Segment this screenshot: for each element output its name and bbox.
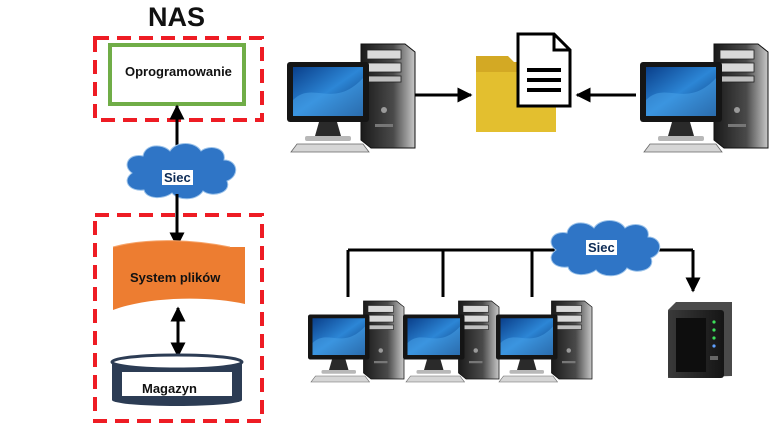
filesystem-shape [113,240,245,310]
computer-icon-2 [402,300,500,383]
network-label: Siec [162,170,193,185]
network-label-right: Siec [586,240,617,255]
storage-cylinder [110,353,244,406]
storage-label: Magazyn [142,381,197,396]
software-box [108,43,246,106]
nas-device-icon [668,302,732,378]
shared-folder-icon [476,32,572,132]
computer-icon-3 [495,300,593,383]
computer-icon-left [286,43,416,153]
diagram-title: NAS [148,2,206,32]
software-label: Oprogramowanie [125,64,232,79]
filesystem-label: System plików [130,270,221,285]
nas-storage-boundary [93,213,264,423]
computer-icon-1 [307,300,405,383]
computer-icon-right [639,43,769,153]
